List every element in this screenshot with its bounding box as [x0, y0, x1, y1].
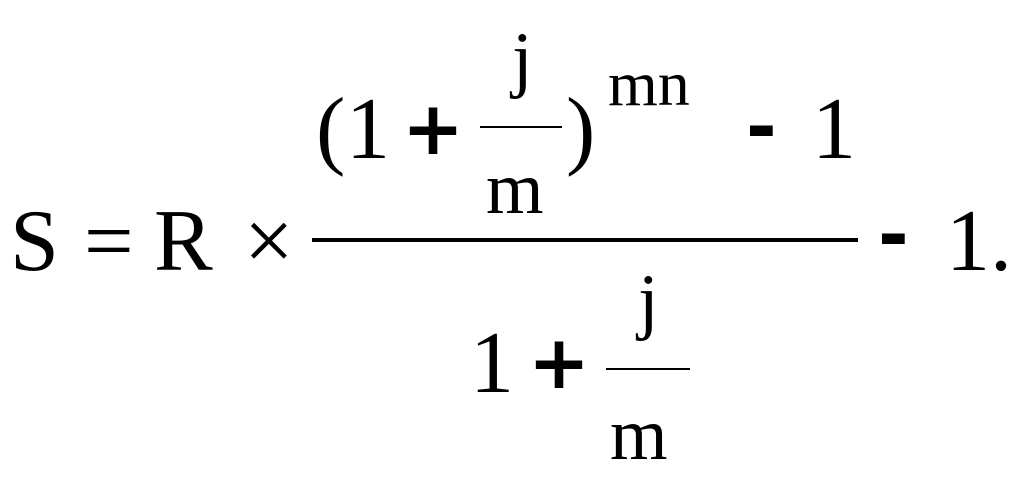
tail-one: 1. [946, 193, 1012, 290]
numerator-close-paren: ) [566, 81, 596, 178]
main-fraction-bar [312, 238, 858, 242]
numerator-inner-fraction-bar [480, 126, 562, 128]
numerator-one-b: 1 [812, 81, 856, 178]
times-sign: × [244, 193, 294, 290]
numerator-plus: + [402, 86, 465, 172]
equals-sign: = [84, 193, 134, 290]
lhs-symbol: S [10, 193, 59, 290]
numerator-inner-denominator: m [486, 148, 544, 230]
numerator-inner-numerator: j [512, 18, 533, 100]
numerator-exponent: mn [608, 48, 690, 119]
numerator-minus: - [746, 84, 777, 170]
denominator-inner-fraction-bar [606, 368, 690, 370]
numerator-one: 1 [346, 81, 390, 178]
tail-minus: - [878, 192, 909, 278]
denominator-plus: + [528, 320, 591, 406]
denominator-one: 1 [470, 315, 514, 412]
denominator-inner-denominator: m [610, 394, 668, 476]
coefficient-symbol: R [154, 193, 213, 290]
numerator-open-paren: ( [316, 81, 346, 178]
denominator-inner-numerator: j [638, 260, 659, 342]
